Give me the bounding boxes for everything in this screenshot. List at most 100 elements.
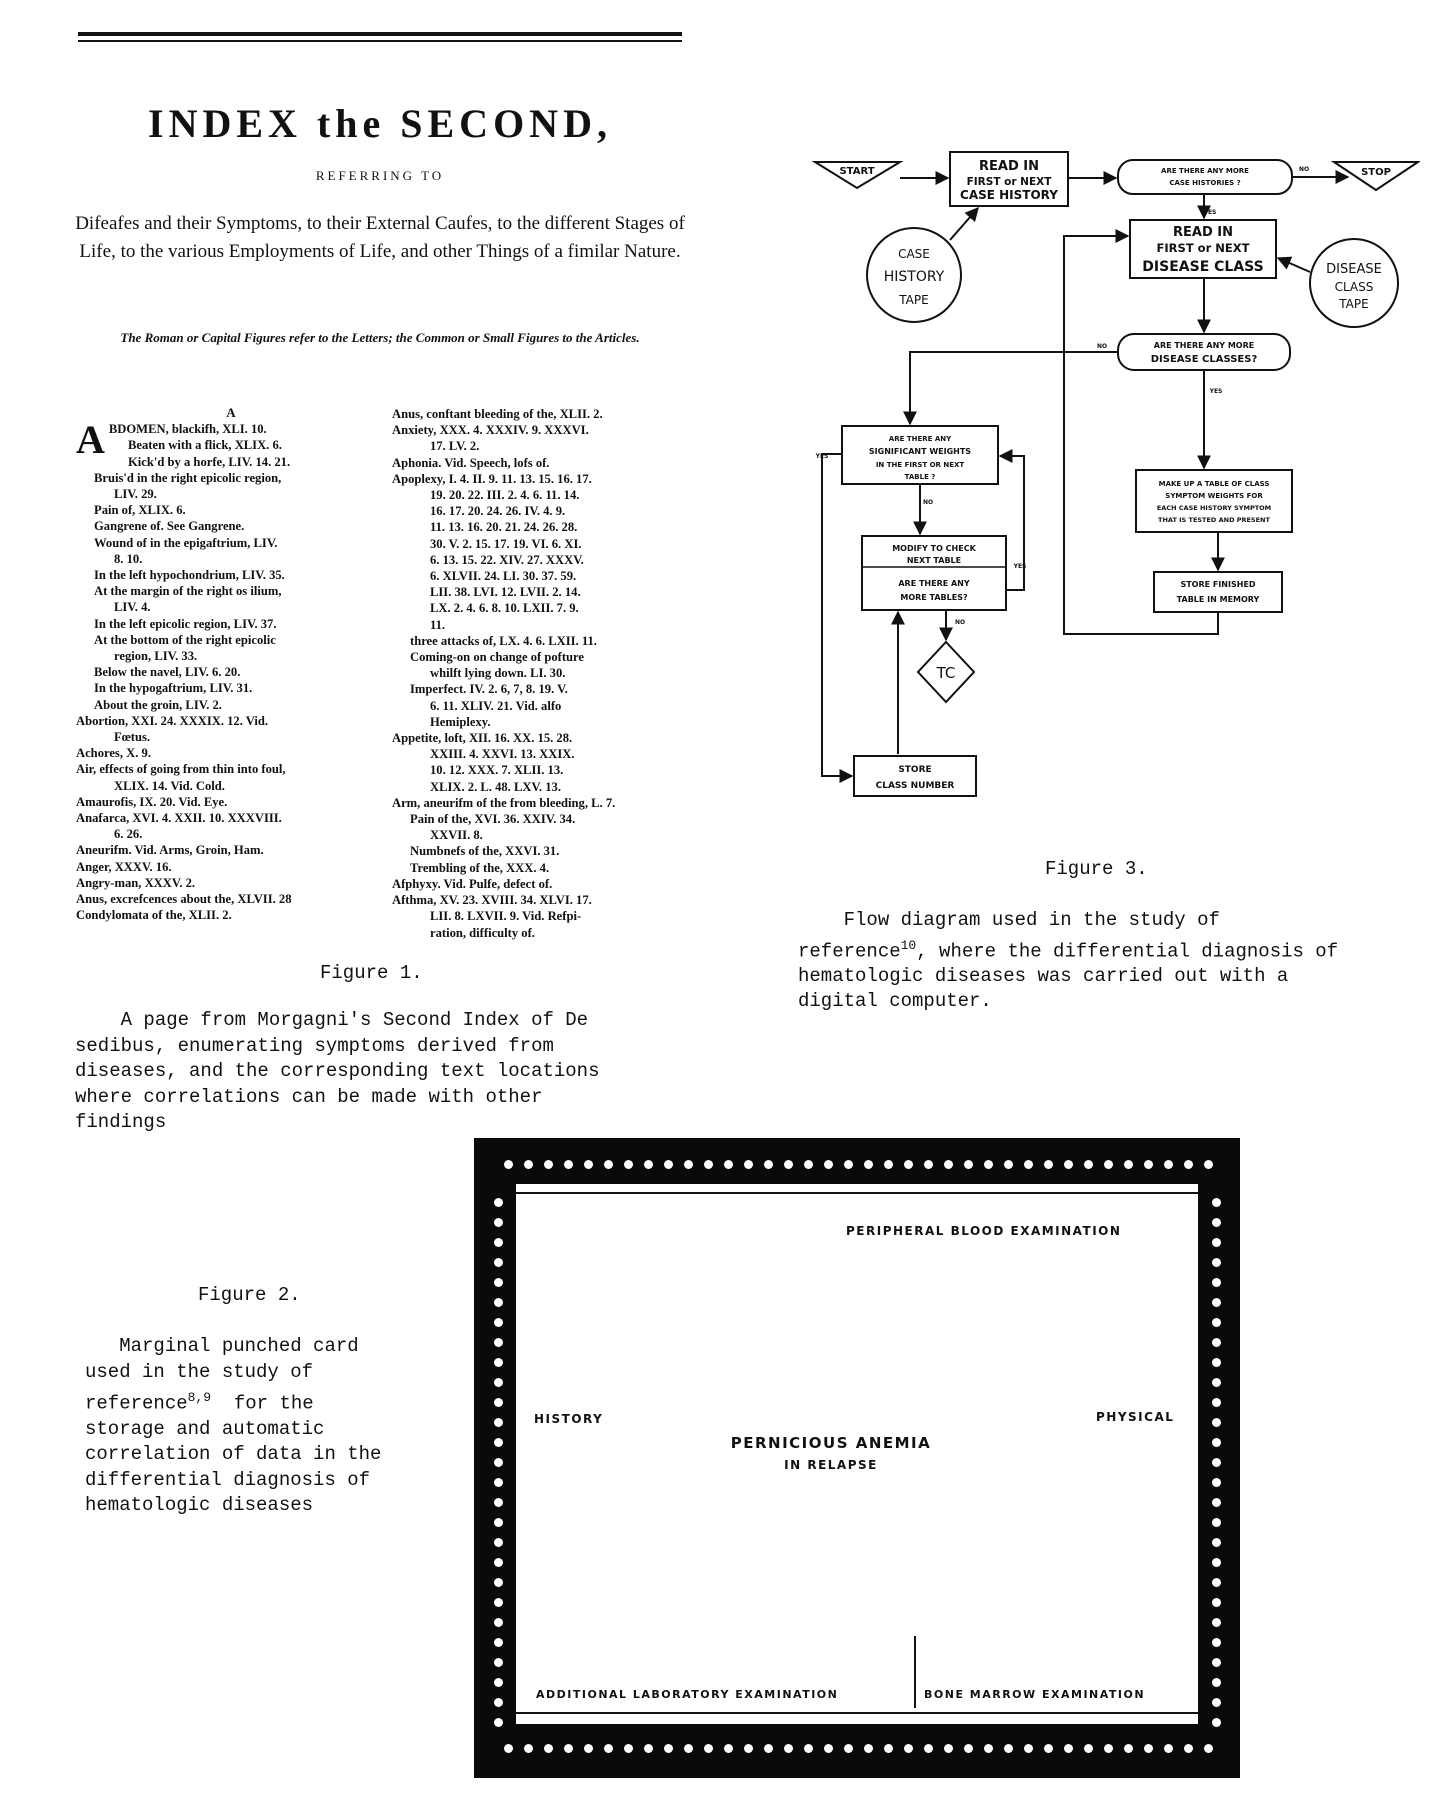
store-table-line2: TABLE IN MEMORY bbox=[1177, 595, 1260, 604]
index-entry: At the margin of the right os ilium, bbox=[94, 584, 282, 599]
index-entry: Aneurifm. Vid. Arms, Groin, Ham. bbox=[76, 843, 264, 858]
card-punch-hole bbox=[824, 1744, 833, 1753]
card-punch-hole bbox=[494, 1498, 503, 1507]
card-punch-hole bbox=[1024, 1160, 1033, 1169]
index-entry: XXIII. 4. XXVI. 13. XXIX. bbox=[430, 747, 575, 762]
card-punch-hole bbox=[604, 1744, 613, 1753]
card-punch-hole bbox=[1212, 1418, 1221, 1427]
more-tables-line1: ARE THERE ANY bbox=[898, 579, 970, 588]
sig-weights-line2: SIGNIFICANT WEIGHTS bbox=[869, 447, 971, 456]
index-entry: Below the navel, LIV. 6. 20. bbox=[94, 665, 241, 680]
figure3-caption-ref: 10 bbox=[900, 938, 917, 953]
card-punch-hole bbox=[844, 1744, 853, 1753]
card-bottom-ruler bbox=[516, 1712, 1198, 1722]
stop-terminal bbox=[1330, 161, 1420, 192]
index-entry: Abortion, XXI. 24. XXXIX. 12. Vid. bbox=[76, 713, 269, 728]
modify-line1: MODIFY TO CHECK bbox=[892, 544, 976, 553]
card-punch-hole bbox=[524, 1160, 533, 1169]
card-punch-hole bbox=[494, 1538, 503, 1547]
punched-card: PERIPHERAL BLOOD EXAMINATION HISTORY PHY… bbox=[474, 1138, 1240, 1778]
index-entry: 16. 17. 20. 24. 26. IV. 4. 9. bbox=[430, 504, 566, 519]
read-disease-line2: FIRST or NEXT bbox=[1157, 241, 1250, 255]
card-punch-hole bbox=[984, 1160, 993, 1169]
card-punch-hole bbox=[1212, 1378, 1221, 1387]
figure3-caption: Flow diagram used in the study of refere… bbox=[798, 908, 1338, 1014]
card-punch-hole bbox=[904, 1744, 913, 1753]
sig-weights-line3: IN THE FIRST OR NEXT bbox=[876, 461, 965, 469]
edge-yes-label-4: YES bbox=[1013, 563, 1027, 570]
edge-yes-label-2: YES bbox=[1209, 388, 1223, 395]
read-case-line2: FIRST or NEXT bbox=[967, 176, 1053, 188]
index-referring: REFERRING TO bbox=[315, 168, 445, 183]
card-punch-hole bbox=[494, 1378, 503, 1387]
card-punch-hole bbox=[1212, 1558, 1221, 1567]
index-entry: 10. 12. XXX. 7. XLII. 13. bbox=[430, 763, 564, 778]
card-punch-hole bbox=[904, 1160, 913, 1169]
card-punch-hole bbox=[624, 1160, 633, 1169]
more-classes-line1: ARE THERE ANY MORE bbox=[1154, 341, 1254, 350]
card-punch-hole bbox=[864, 1160, 873, 1169]
modify-line2: NEXT TABLE bbox=[907, 556, 961, 565]
card-punch-hole bbox=[494, 1578, 503, 1587]
figure2-caption-line3b: for the bbox=[211, 1392, 314, 1415]
disease-class-tape bbox=[1309, 238, 1399, 328]
edge-moreclasses-no bbox=[903, 351, 1118, 426]
index-entry: ration, difficulty of. bbox=[430, 925, 535, 940]
start-label: START bbox=[839, 166, 874, 177]
index-entry: In the left epicolic region, LIV. 37. bbox=[94, 616, 277, 631]
card-punch-hole bbox=[924, 1744, 933, 1753]
card-punch-hole bbox=[494, 1718, 503, 1727]
card-punch-hole bbox=[724, 1160, 733, 1169]
index-entry: Anus, conftant bleeding of the, XLII. 2. bbox=[392, 407, 603, 421]
card-punch-hole bbox=[1212, 1618, 1221, 1627]
card-punch-hole bbox=[504, 1160, 513, 1169]
index-entry: 17. LV. 2. bbox=[430, 439, 480, 454]
card-punch-hole bbox=[1212, 1638, 1221, 1647]
index-entry: 11. bbox=[430, 617, 446, 632]
card-punch-hole bbox=[1124, 1160, 1133, 1169]
card-punch-hole bbox=[1084, 1744, 1093, 1753]
card-punch-hole bbox=[494, 1418, 503, 1427]
card-divider bbox=[914, 1636, 916, 1708]
card-punch-hole bbox=[844, 1160, 853, 1169]
card-punch-hole bbox=[1212, 1298, 1221, 1307]
card-punch-hole bbox=[1064, 1744, 1073, 1753]
card-punch-hole bbox=[544, 1744, 553, 1753]
card-punch-hole bbox=[524, 1744, 533, 1753]
store-class-line2: CLASS NUMBER bbox=[876, 781, 955, 791]
card-punch-hole bbox=[1212, 1198, 1221, 1207]
card-punch-hole bbox=[494, 1398, 503, 1407]
card-punch-hole bbox=[494, 1198, 503, 1207]
card-bottom-right-label: BONE MARROW EXAMINATION bbox=[924, 1688, 1146, 1701]
index-letter-heading: A bbox=[226, 405, 236, 420]
card-punch-hole bbox=[664, 1160, 673, 1169]
figure1-caption-line: where correlations can be made with othe… bbox=[75, 1085, 543, 1108]
card-punch-hole bbox=[644, 1744, 653, 1753]
card-punch-hole bbox=[644, 1160, 653, 1169]
card-punch-hole bbox=[494, 1458, 503, 1467]
card-punch-hole bbox=[804, 1744, 813, 1753]
figure3-caption-line2a: reference bbox=[798, 940, 901, 963]
flow-diagram: START READ IN FIRST or NEXT CASE HISTORY… bbox=[811, 151, 1420, 797]
card-punch-hole bbox=[924, 1160, 933, 1169]
card-punch-hole bbox=[1104, 1160, 1113, 1169]
index-right-column: Anus, conftant bleeding of the, XLII. 2.… bbox=[392, 406, 702, 941]
top-rule-thick bbox=[78, 32, 682, 36]
card-face: PERIPHERAL BLOOD EXAMINATION HISTORY PHY… bbox=[516, 1184, 1198, 1724]
index-entry: Afthma, XV. 23. XVIII. 34. XLVI. 17. bbox=[392, 893, 592, 908]
card-punch-hole bbox=[804, 1160, 813, 1169]
figure2-caption-line6: differential diagnosis of bbox=[85, 1468, 371, 1491]
index-entry: Angry-man, XXXV. 2. bbox=[76, 875, 196, 890]
index-left-entries: BDOMEN, blackifh, XLI. 10.Beaten with a … bbox=[76, 421, 386, 923]
index-entry: Anus, excrefcences about the, XLVII. 28 bbox=[76, 892, 292, 907]
card-punch-hole bbox=[494, 1438, 503, 1447]
card-punch-hole bbox=[884, 1744, 893, 1753]
card-punch-hole bbox=[1212, 1578, 1221, 1587]
card-punch-hole bbox=[1212, 1318, 1221, 1327]
index-entry: 30. V. 2. 15. 17. 19. VI. 6. XI. bbox=[430, 536, 582, 551]
card-punch-hole bbox=[1144, 1160, 1153, 1169]
index-entry: LII. 38. LVI. 12. LVII. 2. 14. bbox=[430, 585, 581, 600]
card-punch-hole bbox=[1212, 1238, 1221, 1247]
card-punch-hole bbox=[1212, 1358, 1221, 1367]
figure2-caption-line2: used in the study of bbox=[85, 1360, 314, 1383]
